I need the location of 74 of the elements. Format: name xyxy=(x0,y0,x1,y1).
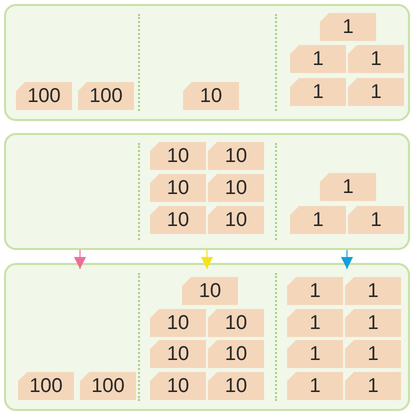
number-card xyxy=(182,277,238,305)
card-number: 1 xyxy=(309,344,321,364)
panel xyxy=(4,263,410,411)
card-number: 10 xyxy=(166,344,190,364)
number-card xyxy=(150,174,206,202)
card-number: 10 xyxy=(224,376,248,396)
panel xyxy=(4,133,410,250)
card-number: 100 xyxy=(89,86,123,106)
number-card xyxy=(80,372,136,400)
card-number: 1 xyxy=(367,281,379,301)
card-number: 1 xyxy=(312,210,324,230)
card-number: 10 xyxy=(166,178,190,198)
number-card xyxy=(348,78,404,106)
card-number: 1 xyxy=(370,82,382,102)
number-card xyxy=(18,372,74,400)
number-card xyxy=(150,142,206,170)
card-number: 1 xyxy=(370,210,382,230)
number-card xyxy=(208,309,264,337)
card-number: 10 xyxy=(166,146,190,166)
card-number: 10 xyxy=(224,146,248,166)
number-card xyxy=(320,173,376,201)
card-number: 10 xyxy=(166,376,190,396)
arrow xyxy=(201,250,213,270)
card-number: 1 xyxy=(312,49,324,69)
card-number: 100 xyxy=(27,86,61,106)
card-number: 10 xyxy=(224,344,248,364)
card-number: 10 xyxy=(200,86,222,106)
number-card xyxy=(290,78,346,106)
number-card xyxy=(208,206,264,234)
number-card xyxy=(287,277,343,305)
panel xyxy=(4,4,410,121)
number-card xyxy=(150,340,206,368)
card-number: 1 xyxy=(312,82,324,102)
card-number: 10 xyxy=(224,178,248,198)
card-number: 1 xyxy=(342,177,354,197)
card-number: 10 xyxy=(224,313,248,333)
card-number: 100 xyxy=(29,376,63,396)
number-card xyxy=(290,206,346,234)
number-card xyxy=(287,372,343,400)
number-card xyxy=(320,13,376,41)
number-card xyxy=(208,372,264,400)
card-number: 10 xyxy=(166,313,190,333)
card-number: 100 xyxy=(91,376,125,396)
number-card xyxy=(348,206,404,234)
card-number: 1 xyxy=(367,376,379,396)
number-card xyxy=(345,277,401,305)
arrow xyxy=(74,250,86,270)
number-card xyxy=(345,340,401,368)
number-card xyxy=(208,340,264,368)
card-number: 10 xyxy=(166,210,190,230)
number-card xyxy=(348,45,404,73)
number-card xyxy=(208,142,264,170)
number-card xyxy=(150,309,206,337)
number-card xyxy=(150,372,206,400)
number-card xyxy=(78,82,134,110)
card-number: 1 xyxy=(309,281,321,301)
number-card xyxy=(208,174,264,202)
number-card xyxy=(287,340,343,368)
number-card xyxy=(290,45,346,73)
card-number: 1 xyxy=(309,313,321,333)
arrow xyxy=(341,250,353,270)
card-number: 1 xyxy=(367,344,379,364)
card-number: 1 xyxy=(370,49,382,69)
card-number: 1 xyxy=(309,376,321,396)
number-card xyxy=(345,309,401,337)
number-card xyxy=(150,206,206,234)
card-number: 1 xyxy=(367,313,379,333)
card-number: 10 xyxy=(224,210,248,230)
number-card xyxy=(183,82,239,110)
card-number: 1 xyxy=(342,17,354,37)
number-card xyxy=(287,309,343,337)
number-card xyxy=(345,372,401,400)
number-card xyxy=(16,82,72,110)
card-number: 10 xyxy=(198,281,222,301)
